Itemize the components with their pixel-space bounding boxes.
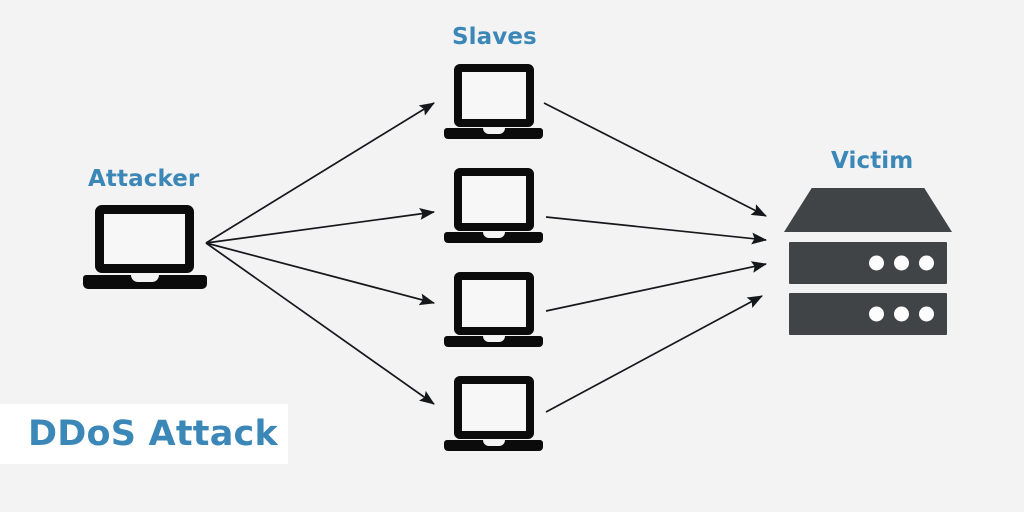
- laptop-notch: [131, 275, 159, 282]
- slave-laptop-icon-2: [444, 168, 543, 243]
- laptop-screen: [454, 376, 534, 439]
- server-led: [894, 306, 909, 322]
- slaves-label: Slaves: [452, 24, 537, 50]
- diagram-title: DDoS Attack: [28, 414, 278, 454]
- laptop-notch: [483, 336, 505, 342]
- arrow-attacker-to-slave-4: [205, 242, 435, 405]
- server-top-cover: [784, 188, 952, 232]
- arrow-slave-2-to-victim: [545, 216, 768, 245]
- laptop-screen: [454, 272, 534, 335]
- server-led: [869, 255, 884, 271]
- slave-laptop-icon-4: [444, 376, 543, 451]
- slave-laptop-icon-1: [444, 64, 543, 139]
- server-led-group: [869, 255, 934, 271]
- server-led: [919, 255, 934, 271]
- arrow-slave-1-to-victim: [543, 102, 767, 217]
- slave-laptop-icon-3: [444, 272, 543, 347]
- server-led: [919, 306, 934, 322]
- laptop-notch: [483, 440, 505, 446]
- attacker-label: Attacker: [88, 166, 200, 192]
- attacker-laptop-icon: [83, 205, 207, 289]
- server-rack-unit-1: [789, 242, 947, 284]
- laptop-notch: [483, 232, 505, 238]
- caption-band: [0, 404, 288, 464]
- laptop-notch: [483, 128, 505, 134]
- arrow-attacker-to-slave-3: [205, 242, 435, 306]
- arrow-slave-3-to-victim: [545, 261, 767, 312]
- arrow-slave-4-to-victim: [545, 295, 763, 413]
- victim-server-icon: [784, 188, 952, 338]
- laptop-screen: [95, 205, 194, 273]
- server-rack-unit-2: [789, 293, 947, 335]
- arrow-attacker-to-slave-2: [205, 208, 436, 244]
- server-led: [869, 306, 884, 322]
- arrow-attacker-to-slave-1: [205, 102, 435, 244]
- victim-label: Victim: [831, 148, 914, 174]
- server-led-group: [869, 306, 934, 322]
- laptop-screen: [454, 168, 534, 231]
- server-led: [894, 255, 909, 271]
- laptop-screen: [454, 64, 534, 127]
- laptop-base: [83, 275, 207, 289]
